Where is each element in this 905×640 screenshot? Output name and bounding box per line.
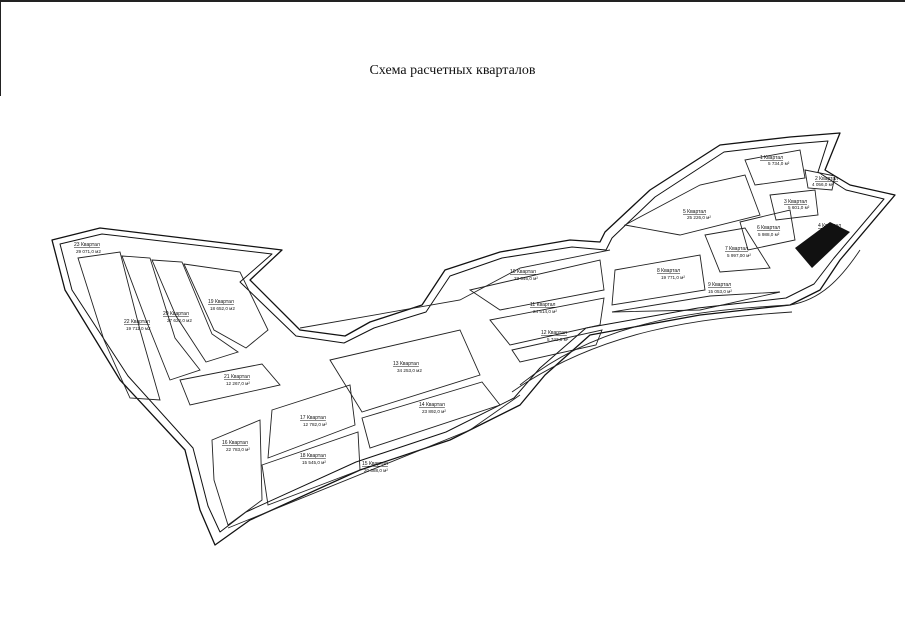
block-outline-8 <box>611 254 706 306</box>
block-21-name: 21 Квартал <box>224 374 250 380</box>
block-1-name: 1 Квартал <box>760 155 783 161</box>
block-outline-12 <box>511 329 603 363</box>
block-3-area: 5 601,0 м² <box>788 205 810 210</box>
block-19-name: 19 Квартал <box>208 299 234 305</box>
block-outline-1 <box>744 149 806 186</box>
block-4-fill <box>795 222 850 268</box>
block-3-name: 3 Квартал <box>784 199 807 205</box>
block-1-area: 5 734,0 м² <box>768 161 790 166</box>
block-outline-6 <box>739 209 796 251</box>
block-outline-5 <box>623 174 761 236</box>
block-outline-13 <box>329 329 481 413</box>
block-9-name: 9 Квартал <box>708 282 731 288</box>
block-17-area: 12 782,0 м² <box>303 422 327 427</box>
block-outline-2 <box>804 169 836 191</box>
block-6-area: 5 988,0 м² <box>758 232 780 237</box>
block-5-area: 25 226,0 м² <box>687 215 711 220</box>
ravine-line-2 <box>511 311 793 393</box>
block-outline-9 <box>611 291 781 313</box>
block-8-name: 8 Квартал <box>657 268 680 274</box>
block-12-area: 5 742,0 м² <box>547 337 569 342</box>
block-13-name: 13 Квартал <box>393 361 419 367</box>
inner-boundary <box>59 140 885 533</box>
block-10-name: 10 Квартал <box>510 269 536 275</box>
block-outline-16 <box>211 419 263 526</box>
block-10-area: 23 546,0 м² <box>514 276 538 281</box>
block-16-name: 16 Квартал <box>222 440 248 446</box>
block-6-name: 6 Квартал <box>757 225 780 231</box>
block-20-area: 27 622,0 м2 <box>167 318 192 323</box>
block-2-name: 2 Квартал <box>815 176 838 182</box>
block-outline-17 <box>267 384 356 459</box>
block-15-area: 20 388,0 м² <box>364 468 388 473</box>
block-2-area: 4 056,0 м² <box>812 182 834 187</box>
scan-border-top <box>0 0 905 2</box>
block-outline-14 <box>361 381 501 449</box>
block-18-name: 18 Квартал <box>300 453 326 459</box>
block-13-area: 34 253,0 м2 <box>397 368 422 373</box>
block-4-name: 4 Квартал <box>818 223 841 229</box>
block-5-name: 5 Квартал <box>683 209 706 215</box>
block-outline-21 <box>179 363 281 406</box>
block-20-name: 20 Квартал <box>163 311 189 317</box>
block-outline-11 <box>489 297 605 346</box>
outer-boundary <box>51 132 896 546</box>
block-11-area: 24 514,0 м² <box>533 309 557 314</box>
block-11-name: 11 Квартал <box>530 302 556 308</box>
block-outline-20 <box>151 259 240 363</box>
block-outline-7 <box>704 227 771 273</box>
block-8-area: 19 771,0 м² <box>661 275 685 280</box>
block-17-name: 17 Квартал <box>300 415 326 421</box>
block-labels: 1 Квартал 5 734,0 м² 2 Квартал 4 056,0 м… <box>74 155 841 473</box>
block-18-area: 15 545,0 м² <box>302 460 326 465</box>
block-22-name: 22 Квартал <box>124 319 150 325</box>
block-23-name: 23 Квартал <box>74 242 100 248</box>
block-7-name: 7 Квартал <box>725 246 748 252</box>
block-22-area: 19 711,0 м2 <box>126 326 151 331</box>
road-line-2 <box>299 249 611 329</box>
block-21-area: 12 267,0 м² <box>226 381 250 386</box>
diagram-title: Схема расчетных кварталов <box>369 63 536 78</box>
block-outline-19 <box>183 263 269 349</box>
block-12-name: 12 Квартал <box>541 330 567 336</box>
block-14-area: 23 892,0 м² <box>422 409 446 414</box>
block-outline-3 <box>769 189 819 221</box>
block-14-name: 14 Квартал <box>419 402 445 408</box>
block-outline-10 <box>468 259 605 311</box>
ravine-line <box>519 249 861 386</box>
block-16-area: 22 783,0 м² <box>226 447 250 452</box>
road-line <box>227 394 521 529</box>
scan-border-left <box>0 0 1 96</box>
block-outline-18 <box>261 431 361 506</box>
block-19-area: 18 652,0 м2 <box>210 306 235 311</box>
block-outline-23 <box>77 251 161 401</box>
block-outline-22 <box>121 255 201 381</box>
block-15-name: 15 Квартал <box>362 461 388 467</box>
block-23-area: 29 071,0 м2 <box>76 249 101 254</box>
block-7-area: 5 997,00 м² <box>727 253 751 258</box>
block-9-area: 15 053,0 м² <box>708 289 732 294</box>
